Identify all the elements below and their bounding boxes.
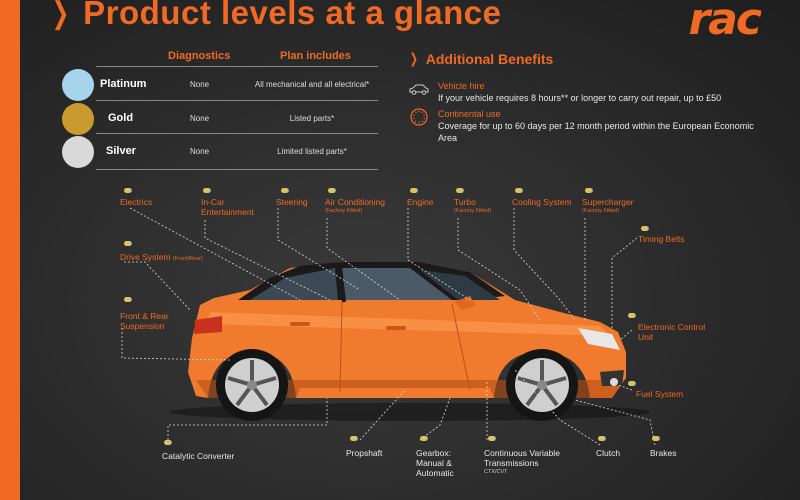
label-clutch: Clutch — [596, 448, 621, 458]
chevron-right-icon: ❯ — [409, 50, 418, 66]
headlight — [578, 328, 620, 350]
diagnostics-value: None — [190, 80, 210, 89]
divider — [96, 133, 378, 134]
door-lines — [339, 301, 471, 393]
left-accent-stripe — [0, 0, 20, 500]
benefit-name: Continental use — [438, 109, 501, 119]
table-row-silver: Silver None Limited listed parts* — [60, 133, 378, 170]
rear-window — [250, 268, 338, 300]
label-dot — [410, 188, 417, 193]
label-dot — [328, 188, 335, 193]
label-dot — [598, 436, 605, 441]
diagnostics-value: None — [190, 147, 210, 156]
label-dot — [124, 297, 131, 302]
label-gearbox: Gearbox: Manual & Automatic — [416, 448, 454, 478]
label-dot — [203, 188, 210, 193]
front-wheel — [506, 349, 578, 421]
label-timing-belts: Timing Belts — [638, 234, 685, 244]
platinum-disc-icon — [62, 69, 94, 101]
label-electronic-control-unit: Electronic Control Unit — [638, 322, 706, 342]
level-name: Platinum — [100, 78, 147, 90]
divider — [96, 100, 378, 101]
label-dot — [641, 226, 648, 231]
plan-value: Limited listed parts* — [277, 147, 347, 156]
plan-value: Listed parts* — [289, 114, 335, 123]
label-dot — [124, 188, 131, 193]
column-header-diagnostics: Diagnostics — [168, 50, 231, 62]
label-steering: Steering — [276, 197, 308, 207]
label-supercharger: Supercharger (Factory Fitted) — [582, 197, 634, 214]
label-dot — [124, 241, 131, 246]
level-name: Gold — [108, 112, 134, 124]
label-drive-system: Drive System (Front/Rear) — [120, 252, 203, 262]
label-in-car-entertainment: In-Car Entertainment — [201, 197, 254, 217]
label-continuous-variable-transmissions: Continuous Variable Transmissions CTX/CV… — [484, 448, 560, 475]
windscreen — [420, 270, 500, 300]
label-engine: Engine — [407, 197, 434, 207]
body-highlight — [206, 312, 610, 336]
label-dot — [585, 188, 592, 193]
label-dot — [652, 436, 659, 441]
label-dot — [281, 188, 288, 193]
label-propshaft: Propshaft — [346, 448, 383, 458]
label-dot — [420, 436, 427, 441]
label-brakes: Brakes — [650, 448, 677, 458]
rear-wheel — [216, 349, 288, 421]
rac-logo: rac — [688, 0, 762, 45]
leader-lines — [121, 207, 656, 446]
label-fuel-system: Fuel System — [636, 389, 684, 399]
column-header-plan: Plan includes — [280, 50, 351, 62]
front-door-handle — [386, 326, 406, 330]
label-cooling-system: Cooling System — [512, 197, 572, 207]
label-dot — [164, 440, 171, 445]
label-dot — [515, 188, 522, 193]
front-window — [342, 268, 452, 300]
label-dot — [628, 313, 635, 318]
label-dot — [456, 188, 463, 193]
label-dot — [628, 381, 635, 386]
label-air-conditioning: Air Conditioning (Factory Fitted) — [325, 197, 386, 214]
table-row-gold: Gold None Listed parts* — [60, 100, 378, 136]
benefit-description: Coverage for up to 60 days per 12 month … — [438, 121, 754, 143]
rear-door-handle — [290, 322, 310, 326]
rear-light — [194, 316, 222, 334]
car-icon — [409, 84, 429, 95]
page-title: Product levels at a glance — [83, 0, 502, 31]
chevron-right-icon: ❯ — [51, 0, 70, 30]
globe-icon — [410, 108, 428, 126]
table-row-platinum: Platinum None All mechanical and all ele… — [60, 66, 378, 102]
benefits-title-text: Additional Benefits — [425, 50, 554, 67]
label-electrics: Electrics — [120, 197, 153, 207]
title-row: ❯ Product levels at a glance — [48, 0, 501, 32]
b-pillar — [338, 265, 346, 303]
gold-disc-icon — [62, 103, 94, 135]
benefit-name: Vehicle hire — [438, 81, 485, 91]
diagnostics-value: None — [190, 114, 210, 123]
silver-disc-icon — [62, 136, 94, 168]
label-turbo: Turbo (Factory Fitted) — [454, 197, 492, 214]
label-front-rear-suspension: Front & Rear Suspension — [120, 311, 169, 331]
divider — [96, 169, 378, 170]
plan-value: All mechanical and all electrical* — [254, 80, 370, 89]
label-dot — [488, 436, 495, 441]
label-dot — [350, 436, 357, 441]
level-name: Silver — [106, 145, 136, 157]
benefits-title: ❯ Additional Benefits — [408, 50, 554, 67]
divider — [96, 66, 378, 67]
wing-mirror — [454, 296, 476, 310]
label-catalytic-converter: Catalytic Converter — [162, 451, 235, 461]
benefit-description: If your vehicle requires 8 hours** or lo… — [438, 93, 722, 103]
